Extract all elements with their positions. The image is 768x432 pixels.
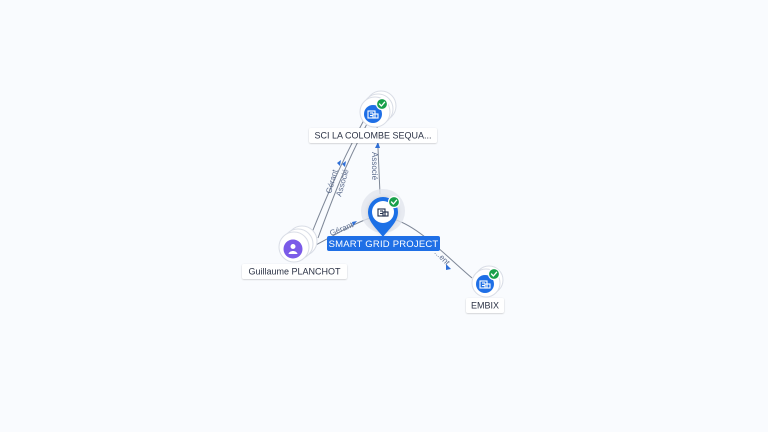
verified-check-icon: [387, 195, 401, 209]
node-label-box: [309, 128, 437, 143]
building-icon: [377, 208, 389, 217]
node-label-box: [242, 264, 347, 279]
edge-arrow: [342, 161, 346, 167]
person-icon: [288, 244, 298, 254]
edge-arrow: [446, 264, 451, 270]
edge-label-center-sci: Associé: [370, 152, 379, 181]
edge-arrow: [337, 160, 341, 166]
edge-label-person-center: Gérant: [328, 220, 355, 238]
edge-arrow: [375, 142, 380, 148]
node-label-sci: SCI LA COLOMBE SEQUA...: [314, 131, 431, 141]
node-embix[interactable]: EMBIX: [466, 265, 504, 313]
building-icon: [367, 110, 379, 119]
node-center[interactable]: SMART GRID PROJECT: [327, 189, 440, 251]
node-sci[interactable]: SCI LA COLOMBE SEQUA...: [309, 90, 437, 143]
node-person[interactable]: Guillaume PLANCHOT: [242, 225, 347, 279]
node-label-embix: EMBIX: [471, 301, 499, 311]
node-label-box: [466, 298, 504, 313]
node-label-person: Guillaume PLANCHOT: [248, 267, 341, 277]
verified-check-icon: [487, 267, 501, 281]
node-label-center: SMART GRID PROJECT: [329, 239, 439, 250]
verified-check-icon: [375, 97, 389, 111]
edge-arrow: [352, 221, 357, 226]
center-label-box: [327, 236, 440, 251]
building-icon: [479, 280, 491, 289]
